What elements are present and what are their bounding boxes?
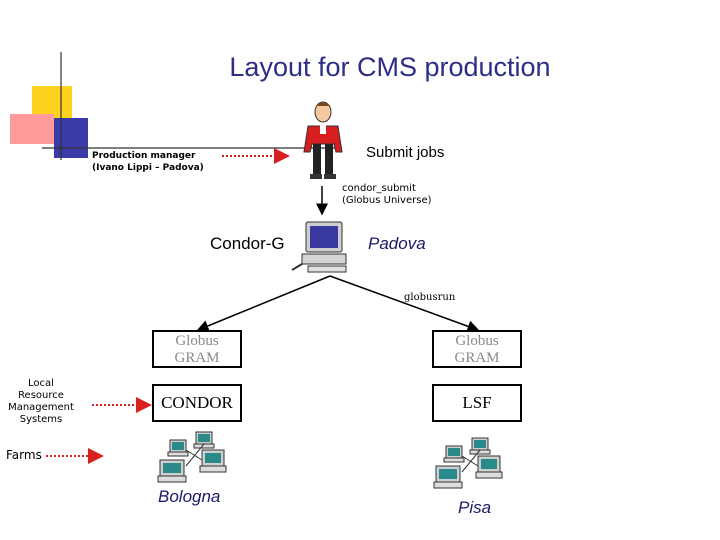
pisa-label: Pisa	[458, 498, 492, 517]
left-gram-line2: GRAM	[174, 350, 220, 366]
person-icon	[300, 100, 346, 184]
page-title: Layout for CMS production	[229, 52, 551, 82]
manager-label: Production manager (Ivano Lippi – Padova…	[92, 150, 204, 174]
padova-label: Padova	[368, 234, 426, 253]
globusrun-label: globusrun	[404, 292, 456, 303]
right-gram-line1: Globus	[455, 333, 499, 349]
right-gram-line2: GRAM	[454, 350, 500, 366]
condor-submit-label: condor_submit (Globus Universe)	[342, 183, 432, 207]
lrms-label: Local Resource Management Systems	[2, 378, 80, 426]
globusrun-right-arrow	[329, 275, 480, 333]
condor-submit-line1: condor_submit	[342, 183, 416, 194]
globusrun-left-arrow	[196, 275, 331, 332]
deco-pink-square	[10, 114, 54, 144]
lrms-line2: Resource	[18, 390, 64, 401]
manager-line2: (Ivano Lippi – Padova)	[92, 163, 204, 173]
bologna-label: Bologna	[158, 487, 221, 506]
left-gram-box: Globus GRAM	[152, 330, 242, 368]
computer-farm-icon	[432, 436, 512, 490]
farms-label: Farms	[6, 448, 42, 462]
right-rm-box: LSF	[432, 384, 522, 422]
condor-g-label: Condor-G	[210, 234, 285, 253]
lrms-line1: Local	[28, 378, 54, 389]
condor-submit-line2: (Globus Universe)	[342, 195, 432, 206]
computer-farm-icon	[156, 430, 236, 484]
left-rm-box: CONDOR	[152, 384, 242, 422]
manager-line1: Production manager	[92, 151, 196, 161]
lrms-line4: Systems	[19, 414, 63, 425]
lrms-line3: Management	[8, 402, 74, 413]
workstation-icon	[288, 220, 350, 276]
submit-jobs-label: Submit jobs	[366, 144, 445, 161]
right-gram-box: Globus GRAM	[432, 330, 522, 368]
left-gram-line1: Globus	[175, 333, 219, 349]
deco-blue-square	[54, 118, 88, 158]
